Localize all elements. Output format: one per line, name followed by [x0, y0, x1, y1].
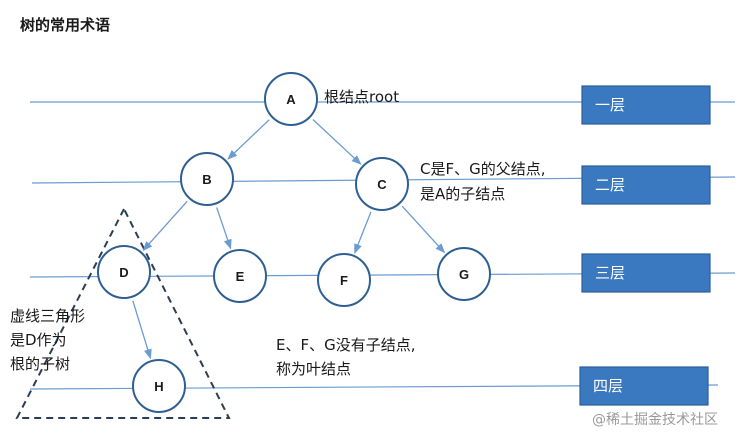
node-e: E	[213, 249, 267, 303]
level-box-bg	[581, 85, 711, 125]
subtree-triangle	[15, 206, 231, 419]
node-label: E	[236, 269, 245, 284]
leaf-annotation-line-2: 称为叶结点	[276, 360, 352, 378]
node-circle	[213, 249, 267, 303]
node-label: D	[119, 265, 128, 280]
diagram-title: 树的常用术语	[20, 16, 111, 34]
level-label: 二层	[595, 176, 625, 194]
level-label: 四层	[593, 377, 623, 395]
level-box-3: 三层	[581, 253, 711, 293]
edge-b-e	[216, 207, 232, 250]
level-box-1: 一层	[581, 85, 711, 125]
level-label: 三层	[595, 264, 625, 282]
node-label: C	[377, 177, 387, 192]
leaf-annotation-line-1: E、F、G没有子结点,	[276, 336, 416, 354]
node-c: C	[355, 157, 409, 211]
node-circle	[180, 152, 234, 206]
node-label: H	[154, 379, 163, 394]
root-annotation: 根结点root	[324, 88, 400, 106]
node-label: B	[202, 172, 211, 187]
node-h: H	[132, 359, 186, 413]
node-circle	[437, 247, 491, 301]
node-circle	[97, 245, 151, 299]
edge-a-c	[312, 119, 362, 165]
level-box-bg	[581, 165, 711, 205]
level-box-2: 二层	[581, 165, 711, 205]
node-f: F	[317, 253, 371, 307]
level-box-bg	[581, 253, 711, 293]
node-b: B	[180, 152, 234, 206]
node-g: G	[437, 247, 491, 301]
node-label: A	[286, 92, 296, 107]
edge-c-f	[354, 211, 372, 254]
node-circle	[317, 253, 371, 307]
node-circle	[355, 157, 409, 211]
node-label: F	[340, 273, 348, 288]
node-circle	[264, 72, 318, 126]
level-label: 一层	[595, 96, 625, 114]
node-a: A	[264, 72, 318, 126]
node-label: G	[459, 267, 469, 282]
parent-annotation-line-2: 是A的子结点	[420, 185, 506, 203]
edge-d-h	[132, 300, 152, 360]
edge-b-d	[142, 200, 188, 252]
watermark: @稀土掘金技术社区	[592, 412, 718, 428]
node-d: D	[97, 245, 151, 299]
parent-annotation-line-1: C是F、G的父结点,	[420, 160, 546, 178]
subtree-annotation-line-3: 根的子树	[10, 355, 71, 373]
subtree-annotation-line-1: 虚线三角形	[10, 307, 86, 325]
edge-a-b	[227, 119, 270, 160]
level-box-4: 四层	[579, 366, 709, 406]
node-circle	[132, 359, 186, 413]
subtree-annotation-line-2: 是D作为	[10, 331, 67, 349]
level-box-bg	[579, 366, 709, 406]
edge-c-g	[401, 205, 446, 254]
